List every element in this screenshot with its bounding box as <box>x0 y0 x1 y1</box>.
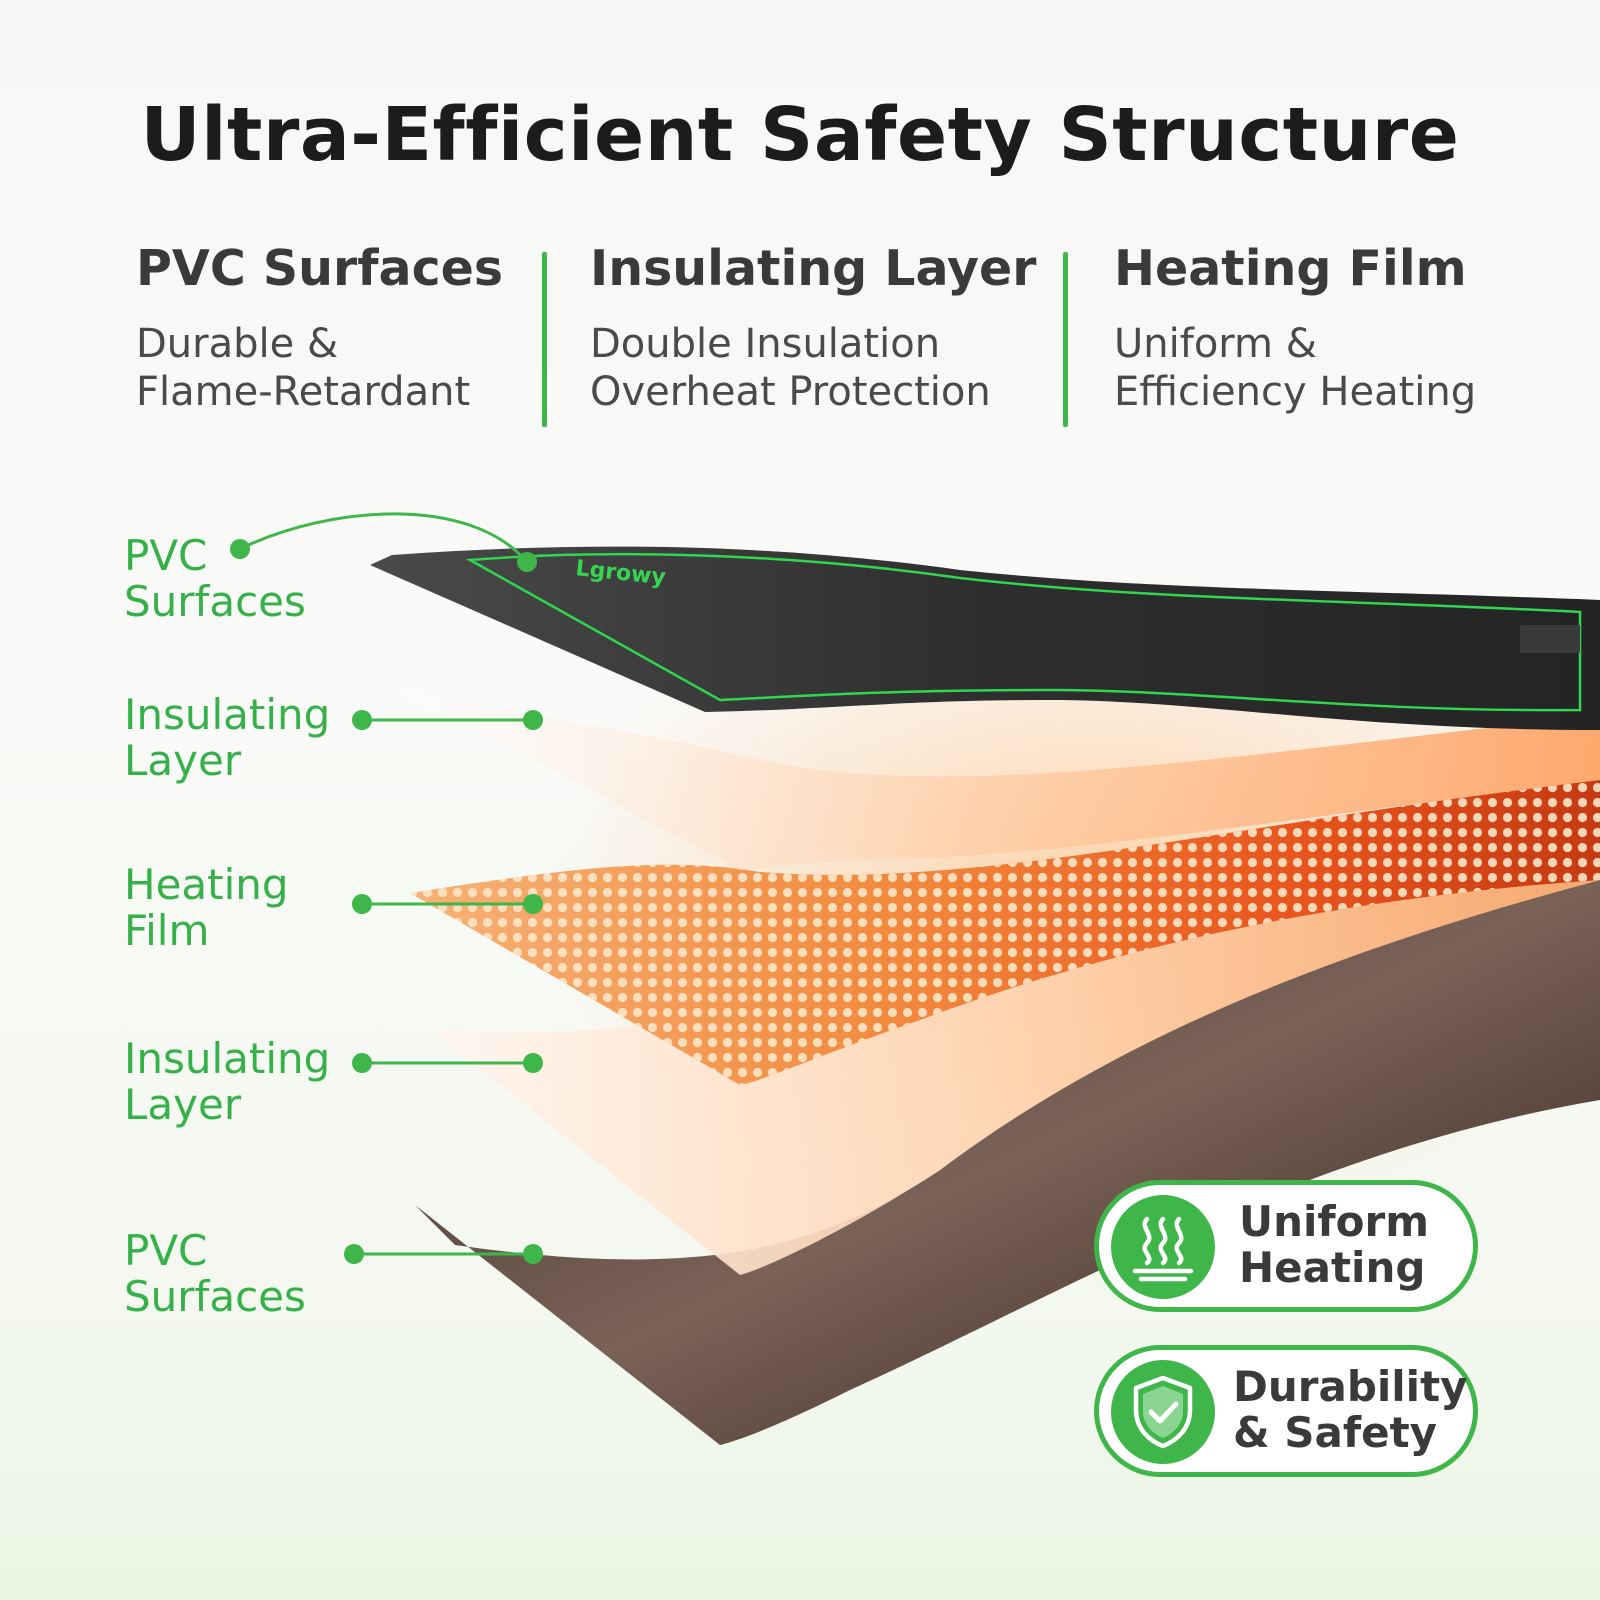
callout-dot <box>517 552 537 572</box>
layer-label-line: PVC <box>124 1226 208 1275</box>
callout-dot <box>523 894 543 914</box>
column-description: Uniform & Efficiency Heating <box>1114 320 1476 416</box>
column-pvc-surfaces: PVC Surfaces Durable & Flame-Retardant <box>136 242 503 416</box>
callout-dots <box>230 539 543 1264</box>
layer-label-insulating-top: Insulating Layer <box>124 692 330 784</box>
badge-text-line: Uniform <box>1239 1197 1430 1246</box>
top-insulating-sheet <box>400 690 1600 870</box>
callout-lines <box>239 512 533 1256</box>
column-description-line: Overheat Protection <box>590 368 991 415</box>
top-pvc-print-outline <box>465 552 1582 712</box>
callout-dot <box>352 1053 372 1073</box>
column-heading: PVC Surfaces <box>136 240 504 297</box>
callout-dot <box>523 1053 543 1073</box>
badge-durability-safety: Durability & Safety <box>1094 1345 1478 1477</box>
heat-waves-icon <box>1111 1195 1215 1299</box>
layer-label-line: Heating <box>124 860 289 909</box>
column-description-line: Double Insulation <box>590 320 941 367</box>
column-separator <box>1063 252 1068 427</box>
layer-label-line: Surfaces <box>124 1272 306 1321</box>
column-heading: Insulating Layer <box>590 240 1037 297</box>
heating-film-dots <box>410 780 1600 1085</box>
page-title: Ultra-Efficient Safety Structure <box>140 92 1460 178</box>
callout-dot <box>523 1244 543 1264</box>
column-heating-film: Heating Film Uniform & Efficiency Heatin… <box>1114 242 1476 416</box>
shield-check-icon <box>1111 1360 1215 1464</box>
layer-label-line: Surfaces <box>124 577 306 626</box>
badge-text: Durability & Safety <box>1233 1364 1468 1456</box>
column-description-line: Durable & <box>136 320 339 367</box>
callout-dot <box>230 539 250 559</box>
top-pvc-sheet <box>370 546 1600 730</box>
column-description: Durable & Flame-Retardant <box>136 320 503 416</box>
layer-label-line: Insulating <box>124 690 331 739</box>
column-description-line: Uniform & <box>1114 320 1317 367</box>
layer-label-insulating-bottom: Insulating Layer <box>124 1036 330 1128</box>
badge-uniform-heating: Uniform Heating <box>1094 1180 1478 1312</box>
callout-dot <box>344 1244 364 1264</box>
layer-label-line: PVC <box>124 531 208 580</box>
power-cord-tab <box>1520 625 1580 653</box>
column-insulating-layer: Insulating Layer Double Insulation Overh… <box>590 242 1036 416</box>
layer-label-line: Layer <box>124 736 242 785</box>
layer-label-heating-film: Heating Film <box>124 862 289 954</box>
layer-label-pvc-bottom: PVC Surfaces <box>124 1228 306 1320</box>
badge-text-line: & Safety <box>1233 1408 1438 1457</box>
bottom-pvc-sheet <box>415 880 1600 1445</box>
callout-line-pvc-top <box>239 512 529 563</box>
layer-label-line: Insulating <box>124 1034 331 1083</box>
badge-text-line: Durability <box>1233 1362 1468 1411</box>
column-description-line: Flame-Retardant <box>136 368 471 415</box>
callout-dot <box>352 894 372 914</box>
column-description: Double Insulation Overheat Protection <box>590 320 1036 416</box>
column-heading: Heating Film <box>1114 240 1467 297</box>
column-separator <box>542 252 547 427</box>
bottom-insulating-sheet <box>430 830 1600 1275</box>
layer-label-line: Film <box>124 906 210 955</box>
layer-label-line: Layer <box>124 1080 242 1129</box>
callout-dot <box>523 710 543 730</box>
badge-text-line: Heating <box>1239 1243 1426 1292</box>
layer-label-pvc-top: PVC Surfaces <box>124 533 306 625</box>
callout-dot <box>352 710 372 730</box>
column-description-line: Efficiency Heating <box>1114 368 1477 415</box>
badge-text: Uniform Heating <box>1239 1199 1429 1291</box>
